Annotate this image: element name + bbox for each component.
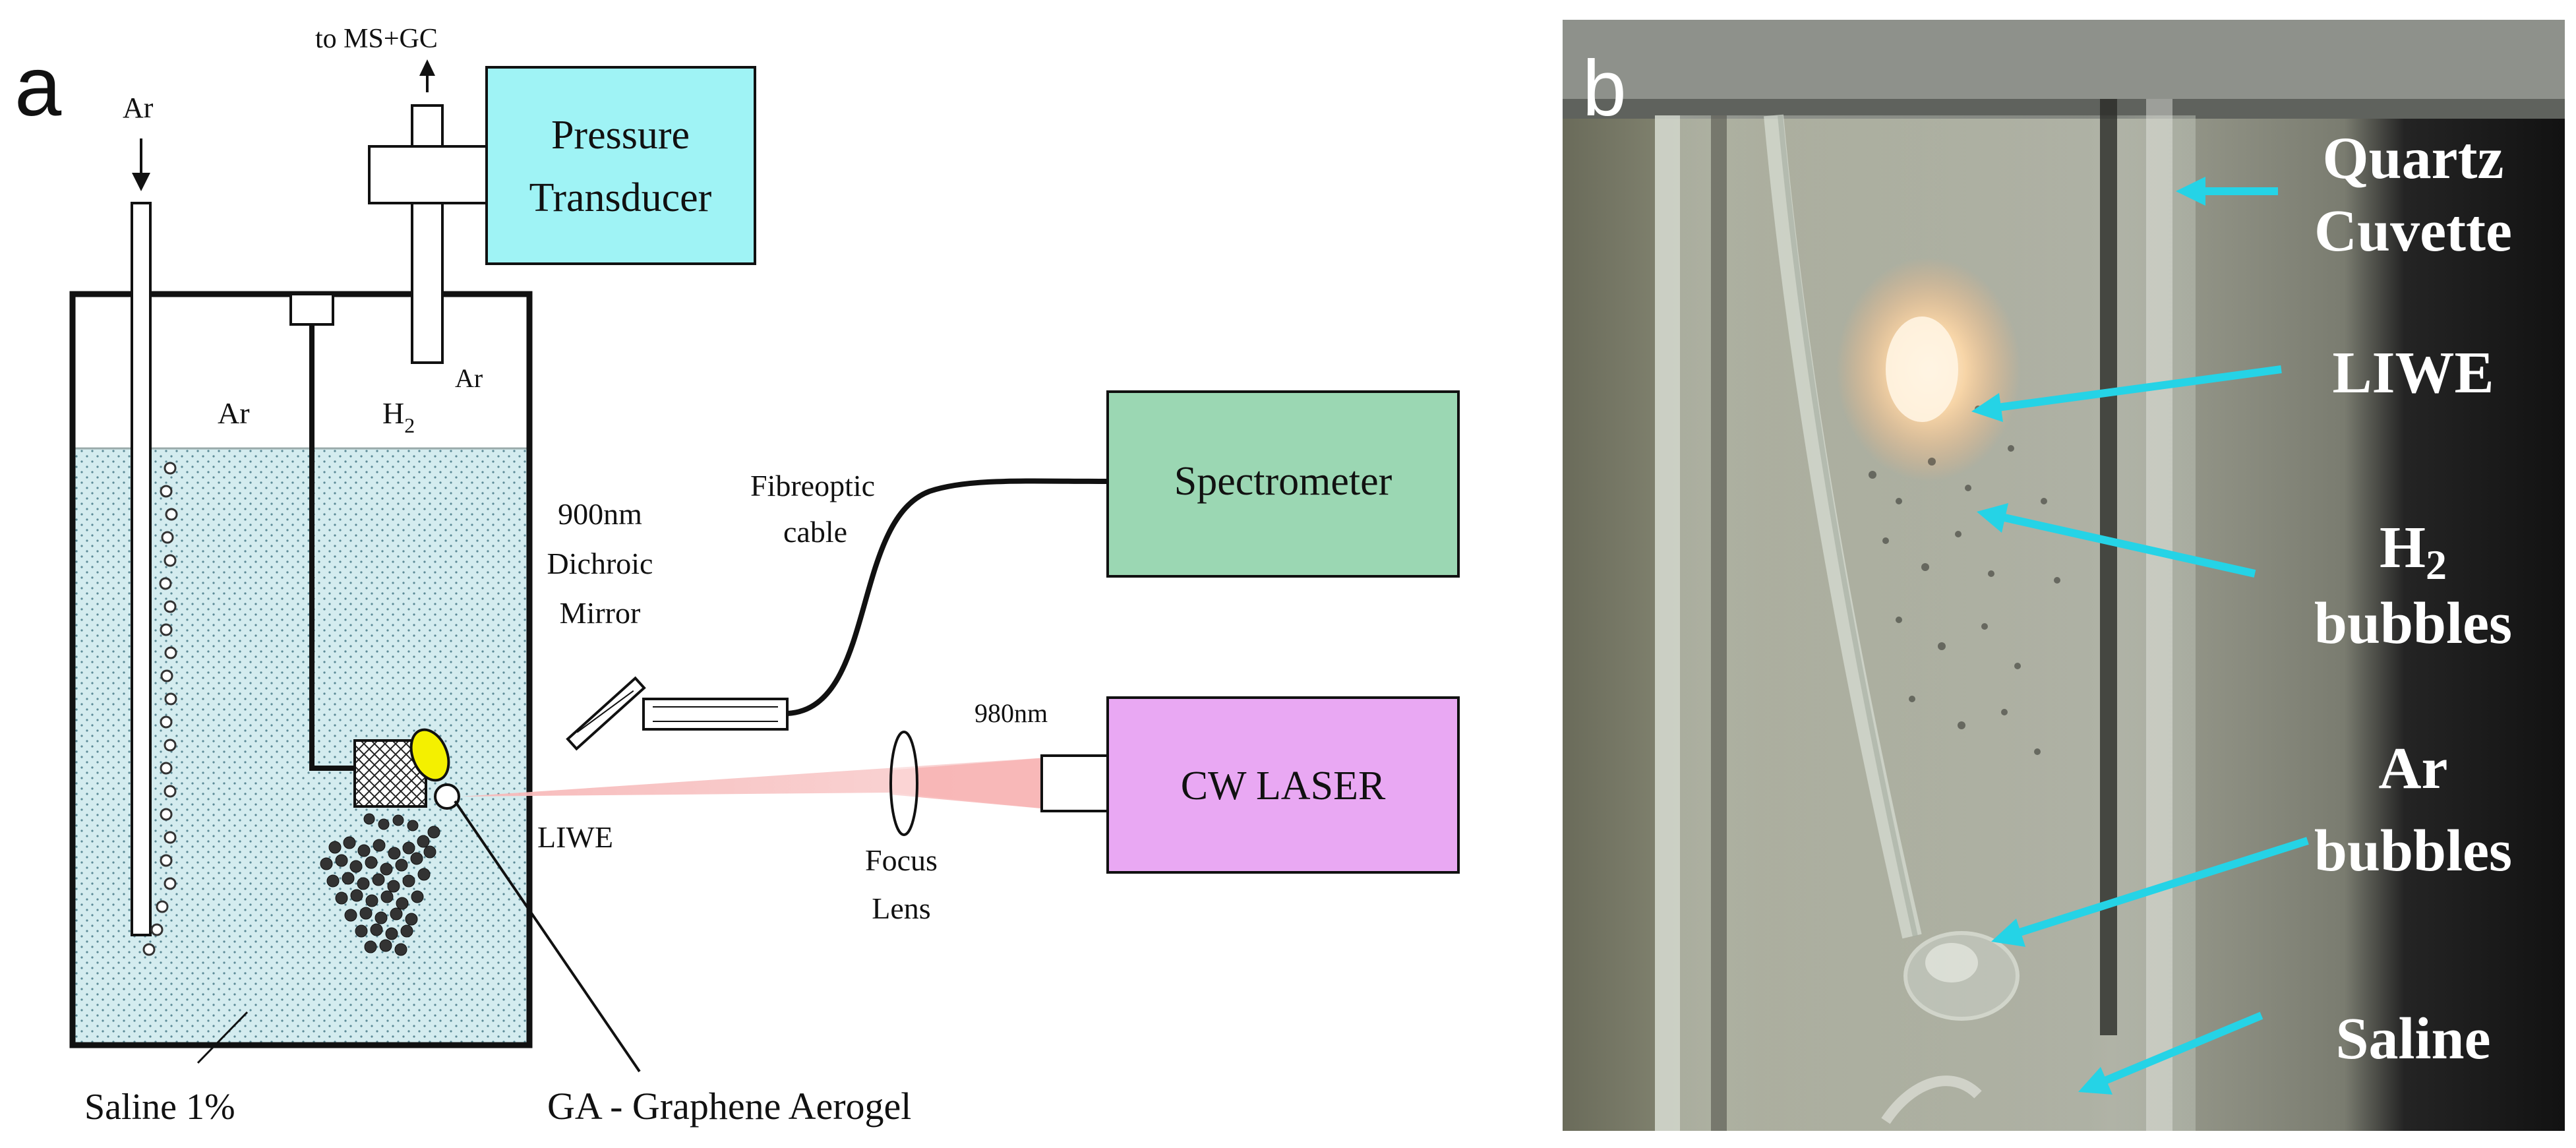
photo-ar-label-1: Ar — [2379, 736, 2448, 801]
ga-pointer-line — [454, 800, 641, 1073]
fibreoptic-label-2: cable — [783, 515, 847, 549]
focus-lens-label-2: Lens — [872, 891, 930, 925]
laser-label: CW LASER — [1181, 764, 1386, 808]
ar-inlet-tube — [131, 138, 152, 936]
photo-h2-label-2: bubbles — [2314, 591, 2512, 656]
fibreoptic-cable — [787, 478, 1108, 716]
liwe-label: LIWE — [537, 820, 613, 854]
saline-pointer-line — [196, 1011, 249, 1064]
ar-bubbles — [142, 462, 178, 956]
headspace-ar-label: Ar — [218, 396, 250, 430]
electrode-wire — [289, 293, 356, 771]
laser-beam-near — [890, 757, 1055, 810]
photo-h2-label: H2 — [2380, 515, 2447, 588]
pressure-transducer-label-2: Transducer — [529, 175, 712, 220]
mirror-label-3: Mirror — [560, 596, 641, 630]
photo-ar-label-2: bubbles — [2314, 818, 2512, 884]
photo-arrows — [1971, 177, 2309, 1095]
mirror-label-1: 900nm — [558, 497, 642, 531]
photo-h2-bubbles — [1869, 406, 2060, 755]
h2-bubble-cloud — [320, 813, 440, 956]
outlet-tube — [368, 59, 488, 364]
photo-clamp — [1563, 20, 2565, 112]
quartz-label-1: Quartz — [2323, 126, 2504, 191]
mirror-label-2: Dichroic — [547, 547, 653, 580]
pressure-transducer-box: Pressure Transducer — [485, 66, 756, 265]
fibre-coupler — [642, 698, 789, 731]
spectrometer-label: Spectrometer — [1174, 459, 1393, 504]
graphene-aerogel-label: GA - Graphene Aerogel — [547, 1085, 911, 1128]
panel-b: b Quartz Cuvette LIWE H2 bubbles Ar bubb… — [1563, 20, 2565, 1131]
pressure-transducer-label-1: Pressure — [551, 113, 690, 158]
panel-b-letter: b — [1582, 44, 1627, 133]
panel-a-letter: a — [15, 40, 62, 134]
headspace-h2-label: H2 — [382, 396, 415, 437]
saline-label: Saline 1% — [84, 1087, 235, 1128]
photo-liwe-label: LIWE — [2332, 340, 2494, 406]
laser-box: CW LASER — [1040, 696, 1460, 874]
ar-inlet-label: Ar — [123, 92, 154, 124]
fibreoptic-label-1: Fibreoptic — [750, 469, 875, 502]
photo-electrode — [1764, 114, 1922, 939]
ar-outlet-label: Ar — [455, 363, 483, 393]
focus-lens — [889, 731, 918, 836]
quartz-label-2: Cuvette — [2314, 198, 2512, 264]
spectrometer-box: Spectrometer — [1106, 390, 1460, 578]
dichroic-mirror — [566, 676, 646, 751]
photo-saline-label: Saline — [2335, 1006, 2490, 1072]
to-ms-gc-label: to MS+GC — [315, 24, 438, 54]
laser-wavelength-label: 980nm — [974, 698, 1048, 728]
panel-a: a Ar — [15, 24, 1460, 1128]
focus-lens-label-1: Focus — [865, 843, 938, 877]
graphene-aerogel-sample — [353, 728, 460, 810]
